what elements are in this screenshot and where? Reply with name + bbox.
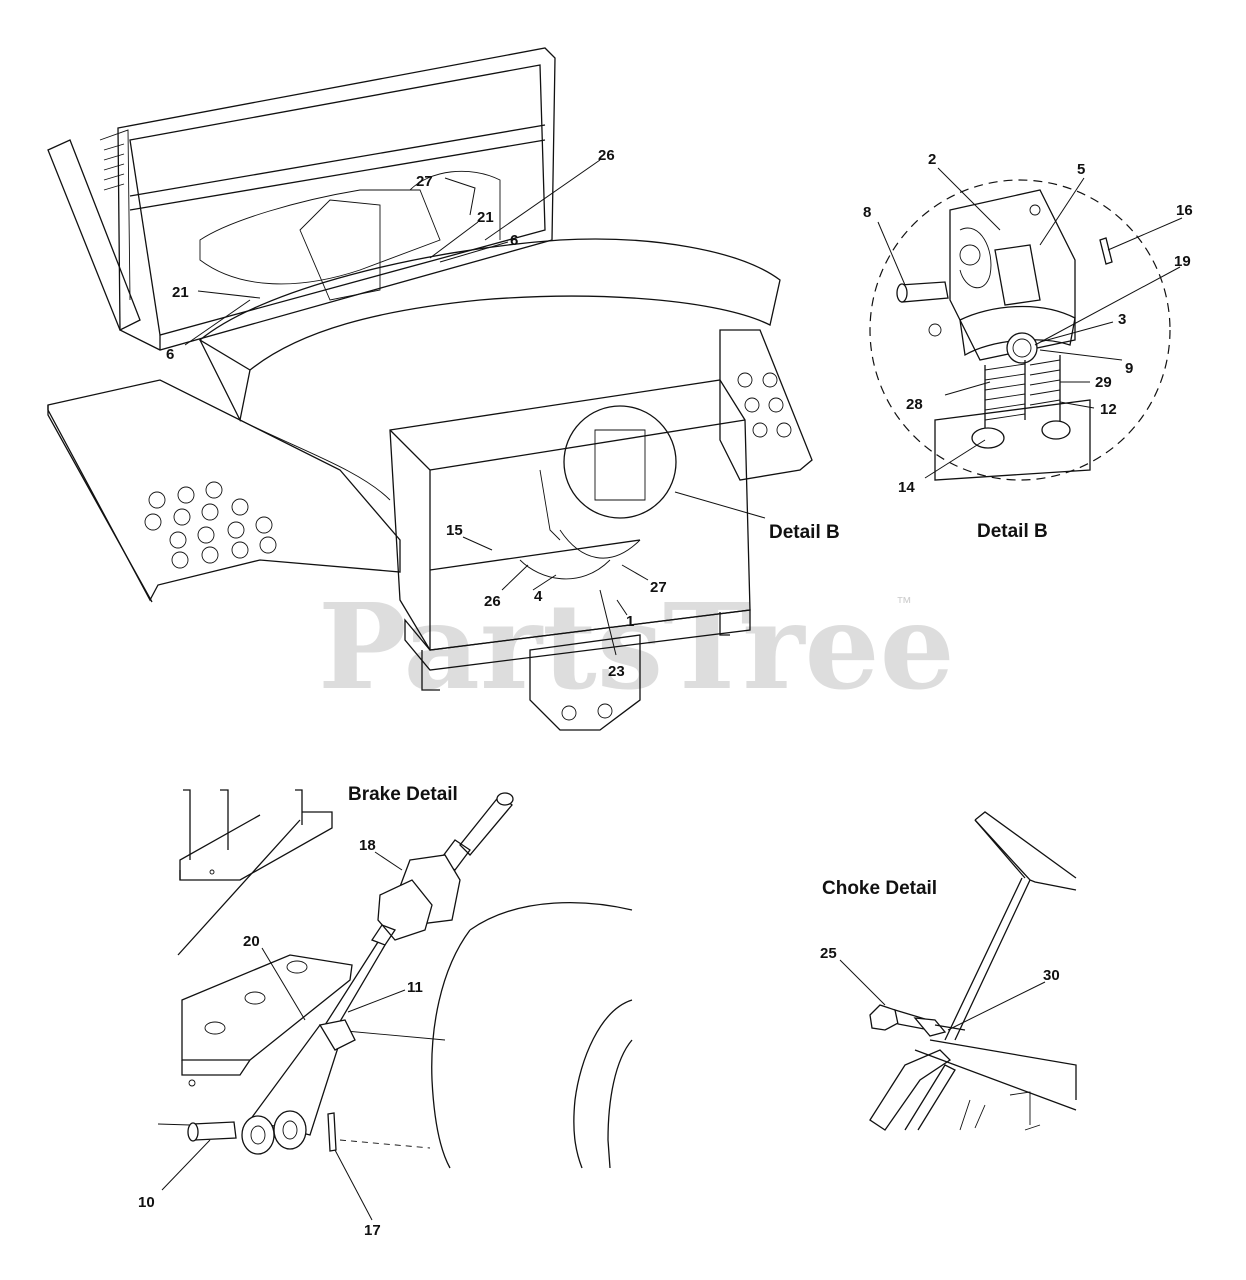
callout-2: 2 [928, 151, 936, 168]
callout-16: 16 [1176, 202, 1193, 219]
callout-8: 8 [863, 204, 871, 221]
callout-6-left: 6 [166, 346, 174, 363]
callout-21-left: 21 [172, 284, 189, 301]
watermark: PartsTree ™ [318, 577, 955, 716]
callout-27-top: 27 [416, 173, 433, 190]
callout-15: 15 [446, 522, 463, 539]
brake-detail-leader-lines [161, 851, 406, 1221]
detail-b-pointer-label: Detail B [769, 522, 840, 543]
callout-29: 29 [1095, 374, 1112, 391]
brake-detail-drawing [157, 789, 633, 1169]
callout-30: 30 [1043, 967, 1060, 984]
callout-11: 11 [407, 979, 423, 996]
callout-1: 1 [626, 613, 634, 630]
main-callouts: 26 27 21 6 21 6 15 26 4 27 1 23 Detail B [166, 147, 840, 680]
callout-5: 5 [1077, 161, 1085, 178]
brake-detail-title: Brake Detail [348, 784, 458, 805]
callout-21-top: 21 [477, 209, 494, 226]
callout-12: 12 [1100, 401, 1117, 418]
callout-23: 23 [608, 663, 625, 680]
callout-18: 18 [359, 837, 376, 854]
callout-9: 9 [1125, 360, 1133, 377]
callout-6-top: 6 [510, 232, 518, 249]
callout-28: 28 [906, 396, 923, 413]
callout-4: 4 [534, 588, 543, 605]
callout-27-bottom: 27 [650, 579, 667, 596]
detail-b-callouts: 2 5 8 16 19 3 9 28 29 12 14 Detail B [863, 151, 1193, 542]
callout-20: 20 [243, 933, 260, 950]
watermark-text: PartsTree [318, 577, 955, 716]
callout-19: 19 [1174, 253, 1191, 270]
callout-10: 10 [138, 1194, 155, 1211]
choke-detail-drawing [869, 811, 1077, 1131]
detail-b-drawing [869, 179, 1171, 481]
main-assembly-drawing [47, 47, 813, 731]
choke-detail-leader-lines [839, 959, 1046, 1031]
main-leader-lines [184, 159, 766, 656]
callout-26-bottom: 26 [484, 593, 501, 610]
callout-14: 14 [898, 479, 915, 496]
callout-3: 3 [1118, 311, 1126, 328]
choke-detail-callouts: Choke Detail 25 30 [820, 878, 1060, 984]
choke-detail-title: Choke Detail [822, 878, 937, 899]
detail-b-title: Detail B [977, 521, 1048, 542]
detail-b-leader-lines [877, 167, 1183, 479]
callout-26-top: 26 [598, 147, 615, 164]
callout-25: 25 [820, 945, 837, 962]
brake-detail-callouts: Brake Detail 18 20 11 10 17 [138, 784, 458, 1239]
callout-17: 17 [364, 1222, 381, 1239]
watermark-trademark: ™ [896, 595, 912, 612]
